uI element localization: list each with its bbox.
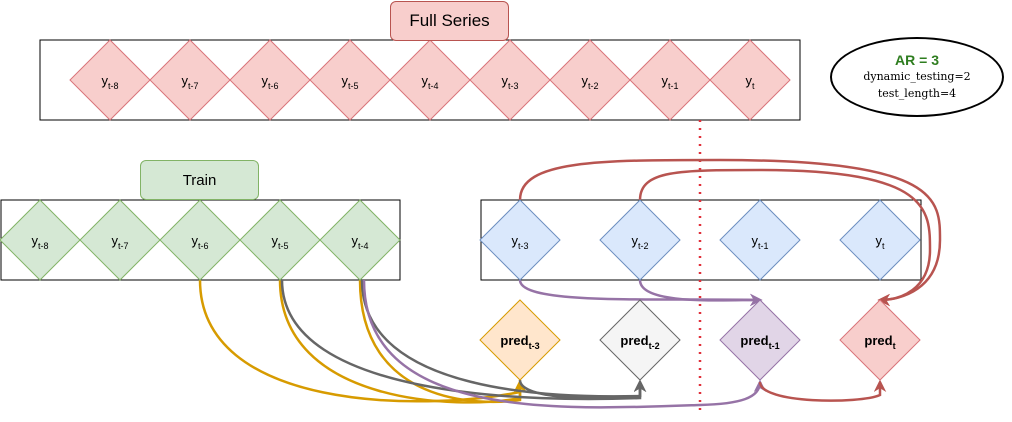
train-node-t-7: yt-7 <box>79 199 161 281</box>
full-series-node-t-shape <box>709 39 791 121</box>
arrow-grey-3 <box>518 379 647 400</box>
pred-node-t-3-label: predt-3 <box>500 333 539 351</box>
full-series-node-t-3-label: yt-3 <box>501 73 518 91</box>
full-series-node-t-7-shape <box>149 39 231 121</box>
full-series-node-t-label: yt <box>745 73 755 91</box>
full-series-title: Full Series <box>390 1 509 41</box>
arrow-purple-1 <box>362 279 767 409</box>
full-series-node-t-3-shape <box>469 39 551 121</box>
test-node-t-3: yt-3 <box>479 199 561 281</box>
train-node-t-6-shape <box>159 199 241 281</box>
train-node-t-7-label: yt-7 <box>111 233 128 251</box>
train-node-t-4-shape <box>319 199 401 281</box>
arrow-orange-1 <box>198 279 527 403</box>
full-series-node-t-4-shape <box>389 39 471 121</box>
arrows-layer <box>198 158 942 409</box>
pred-node-t-label: predt <box>864 333 895 351</box>
pred-node-t-1-shape <box>719 299 801 381</box>
pred-node-t-1: predt-1 <box>719 299 801 381</box>
train-node-t-5-shape <box>239 199 321 281</box>
ar-order-label: AR = 3 <box>895 52 939 68</box>
pred-node-t-shape <box>839 299 921 381</box>
train-node-t-5-label: yt-5 <box>271 233 288 251</box>
train-node-t-8-shape <box>0 199 81 281</box>
test-node-t-label: yt <box>875 233 885 251</box>
full-series-node-t-2-label: yt-2 <box>581 73 598 91</box>
train-node-t-4: yt-4 <box>319 199 401 281</box>
train-node-t-6: yt-6 <box>159 199 241 281</box>
arrow-red-3 <box>758 379 887 402</box>
pred-node-t-2-shape <box>599 299 681 381</box>
test-node-t-2-label: yt-2 <box>631 233 648 251</box>
full-series-node-t-8: yt-8 <box>69 39 151 121</box>
full-series-node-t-7-label: yt-7 <box>181 73 198 91</box>
full-series-node-t-5-shape <box>309 39 391 121</box>
test-node-t-2: yt-2 <box>599 199 681 281</box>
test-node-t-3-shape <box>479 199 561 281</box>
train-node-t-8-label: yt-8 <box>31 233 48 251</box>
full-series-node-t-3: yt-3 <box>469 39 551 121</box>
nodes-layer: yt-8 yt-7 yt-6 yt-5 yt-4 yt-3 yt-2 yt-1 yt yt-8 yt… <box>0 39 921 381</box>
full-series-node-t-1: yt-1 <box>629 39 711 121</box>
test-node-t: yt <box>839 199 921 281</box>
full-series-node-t-4-label: yt-4 <box>421 73 438 91</box>
full-series-node-t-8-shape <box>69 39 151 121</box>
train-node-t-8: yt-8 <box>0 199 81 281</box>
pred-node-t-3-shape <box>479 299 561 381</box>
arrow-red-1 <box>518 158 942 307</box>
ar-info-ellipse: AR = 3 dynamic_testing=2 test_length=4 <box>830 37 1004 117</box>
full-series-node-t-1-label: yt-1 <box>661 73 678 91</box>
test-node-t-2-shape <box>599 199 681 281</box>
full-series-node-t-8-label: yt-8 <box>101 73 118 91</box>
train-node-t-7-shape <box>79 199 161 281</box>
full-series-node-t-4: yt-4 <box>389 39 471 121</box>
arrow-grey-2 <box>360 279 647 398</box>
arrow-purple-3 <box>638 279 763 307</box>
dynamic-testing-label: dynamic_testing=2 <box>863 70 971 83</box>
full-series-node-t-7: yt-7 <box>149 39 231 121</box>
test-node-t-1-label: yt-1 <box>751 233 768 251</box>
test-node-t-3-label: yt-3 <box>511 233 528 251</box>
test-node-t-1: yt-1 <box>719 199 801 281</box>
full-series-node-t-2-shape <box>549 39 631 121</box>
full-series-node-t-5: yt-5 <box>309 39 391 121</box>
train-node-t-6-label: yt-6 <box>191 233 208 251</box>
full-series-node-t-6-shape <box>229 39 311 121</box>
pred-node-t-2-label: predt-2 <box>620 333 659 351</box>
test-length-label: test_length=4 <box>877 87 957 100</box>
pred-node-t-3: predt-3 <box>479 299 561 381</box>
full-series-node-t-1-shape <box>629 39 711 121</box>
pred-node-t: predt <box>839 299 921 381</box>
full-series-node-t: yt <box>709 39 791 121</box>
full-series-node-t-6-label: yt-6 <box>261 73 278 91</box>
test-node-t-1-shape <box>719 199 801 281</box>
arrow-red-2 <box>638 168 932 307</box>
test-node-t-shape <box>839 199 921 281</box>
train-node-t-4-label: yt-4 <box>351 233 368 251</box>
train-node-t-5: yt-5 <box>239 199 321 281</box>
full-series-node-t-6: yt-6 <box>229 39 311 121</box>
full-series-node-t-2: yt-2 <box>549 39 631 121</box>
full-series-node-t-5-label: yt-5 <box>341 73 358 91</box>
pred-node-t-2: predt-2 <box>599 299 681 381</box>
pred-node-t-1-label: predt-1 <box>740 333 779 351</box>
train-title: Train <box>140 160 259 200</box>
